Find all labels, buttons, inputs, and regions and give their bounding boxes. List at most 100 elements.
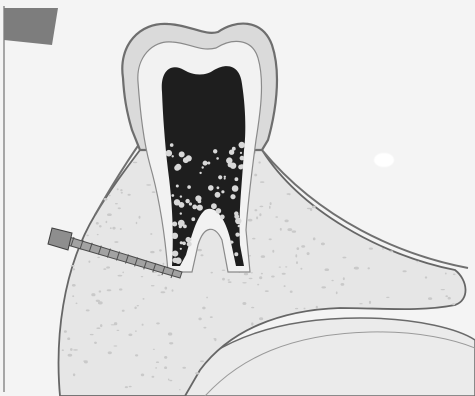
bone-speckle: [295, 254, 297, 257]
bone-speckle: [441, 289, 445, 290]
bone-speckle: [125, 386, 128, 388]
bone-speckle: [86, 235, 88, 237]
bone-speckle: [254, 174, 257, 177]
bone-speckle: [289, 194, 291, 196]
pulp-speckle: [186, 155, 192, 161]
pulp-speckle: [182, 242, 186, 246]
pulp-speckle: [207, 162, 210, 165]
bone-speckle: [118, 207, 121, 209]
bone-speckle: [139, 216, 141, 219]
bone-speckle: [341, 283, 345, 286]
bone-speckle: [67, 337, 70, 340]
pulp-speckle: [195, 195, 201, 201]
bone-speckle: [97, 257, 100, 258]
bone-speckle: [265, 290, 269, 292]
bone-speckle: [206, 297, 208, 299]
bone-speckle: [96, 327, 100, 329]
pulp-speckle: [170, 143, 174, 147]
pulp-speckle: [187, 185, 191, 189]
bone-speckle: [251, 272, 253, 273]
bone-speckle: [179, 389, 181, 390]
pulp-speckle: [180, 212, 182, 214]
bone-speckle: [164, 356, 167, 359]
bone-speckle: [280, 228, 282, 231]
bone-speckle: [211, 272, 213, 274]
bone-speckle: [120, 228, 122, 230]
bone-speckle: [251, 322, 253, 325]
bone-speckle: [242, 282, 246, 283]
bone-speckle: [117, 330, 120, 331]
bone-speckle: [152, 191, 156, 193]
bone-speckle: [269, 238, 272, 240]
pulp-speckle: [166, 150, 173, 157]
bone-speckle: [108, 351, 112, 354]
bone-speckle: [150, 233, 152, 235]
bone-speckle: [86, 309, 90, 311]
pulp-speckle: [187, 242, 192, 247]
pulp-speckle: [220, 215, 225, 220]
bone-speckle: [282, 273, 286, 275]
bone-speckle: [343, 277, 345, 280]
bone-speckle: [146, 184, 151, 185]
pulp-speckle: [208, 185, 214, 191]
bone-speckle: [112, 227, 115, 230]
bone-speckle: [83, 360, 88, 362]
bone-speckle: [261, 273, 263, 275]
bone-speckle: [110, 227, 112, 229]
pulp-speckle: [241, 164, 243, 166]
pulp-speckle: [235, 177, 239, 181]
pulp-speckle: [235, 218, 241, 224]
pulp-speckle: [203, 161, 208, 166]
pulp-speckle: [174, 165, 180, 171]
bone-speckle: [368, 267, 370, 269]
bone-speckle: [94, 342, 97, 344]
pulp-speckle: [202, 166, 204, 168]
bone-speckle: [62, 349, 64, 351]
bone-speckle: [161, 291, 166, 293]
pulp-speckle: [172, 155, 174, 157]
bone-speckle: [129, 386, 132, 388]
pulp-speckle: [180, 241, 183, 244]
bone-speckle: [150, 251, 154, 253]
bone-speckle: [73, 373, 75, 376]
bone-speckle: [244, 273, 248, 276]
bone-speckle: [275, 216, 278, 218]
corner-block: [4, 8, 58, 45]
bone-speckle: [153, 349, 155, 350]
bone-speckle: [382, 248, 384, 250]
pulp-speckle: [221, 190, 224, 193]
pulp-speckle: [186, 237, 191, 242]
bone-speckle: [228, 279, 230, 280]
bone-speckle: [168, 379, 170, 381]
pulp-speckle: [224, 178, 226, 180]
bone-speckle: [96, 300, 100, 302]
bone-speckle: [445, 295, 448, 297]
bone-speckle: [104, 198, 108, 201]
pulp-speckle: [192, 205, 197, 210]
bone-speckle: [100, 324, 102, 327]
bone-speckle: [156, 361, 159, 363]
bone-speckle: [297, 247, 300, 250]
pulp-speckle: [189, 202, 192, 205]
bone-speckle: [128, 334, 132, 337]
bone-speckle: [300, 268, 302, 270]
highlight-spot: [374, 153, 394, 167]
bone-speckle: [119, 288, 122, 290]
pulp-speckle: [230, 241, 233, 244]
bone-speckle: [168, 332, 172, 335]
bone-speckle: [259, 317, 263, 320]
bone-speckle: [252, 238, 255, 240]
bone-speckle: [135, 354, 138, 356]
bone-speckle: [222, 278, 225, 281]
bone-speckle: [107, 289, 112, 291]
bone-speckle: [307, 208, 311, 209]
bone-speckle: [222, 270, 226, 271]
pulp-speckle: [171, 194, 174, 197]
bone-speckle: [99, 225, 102, 227]
pulp-speckle: [213, 149, 217, 153]
bone-speckle: [287, 228, 292, 231]
bone-speckle: [72, 284, 76, 287]
bone-speckle: [122, 272, 124, 274]
bone-speckle: [336, 291, 338, 294]
bone-speckle: [321, 243, 325, 246]
